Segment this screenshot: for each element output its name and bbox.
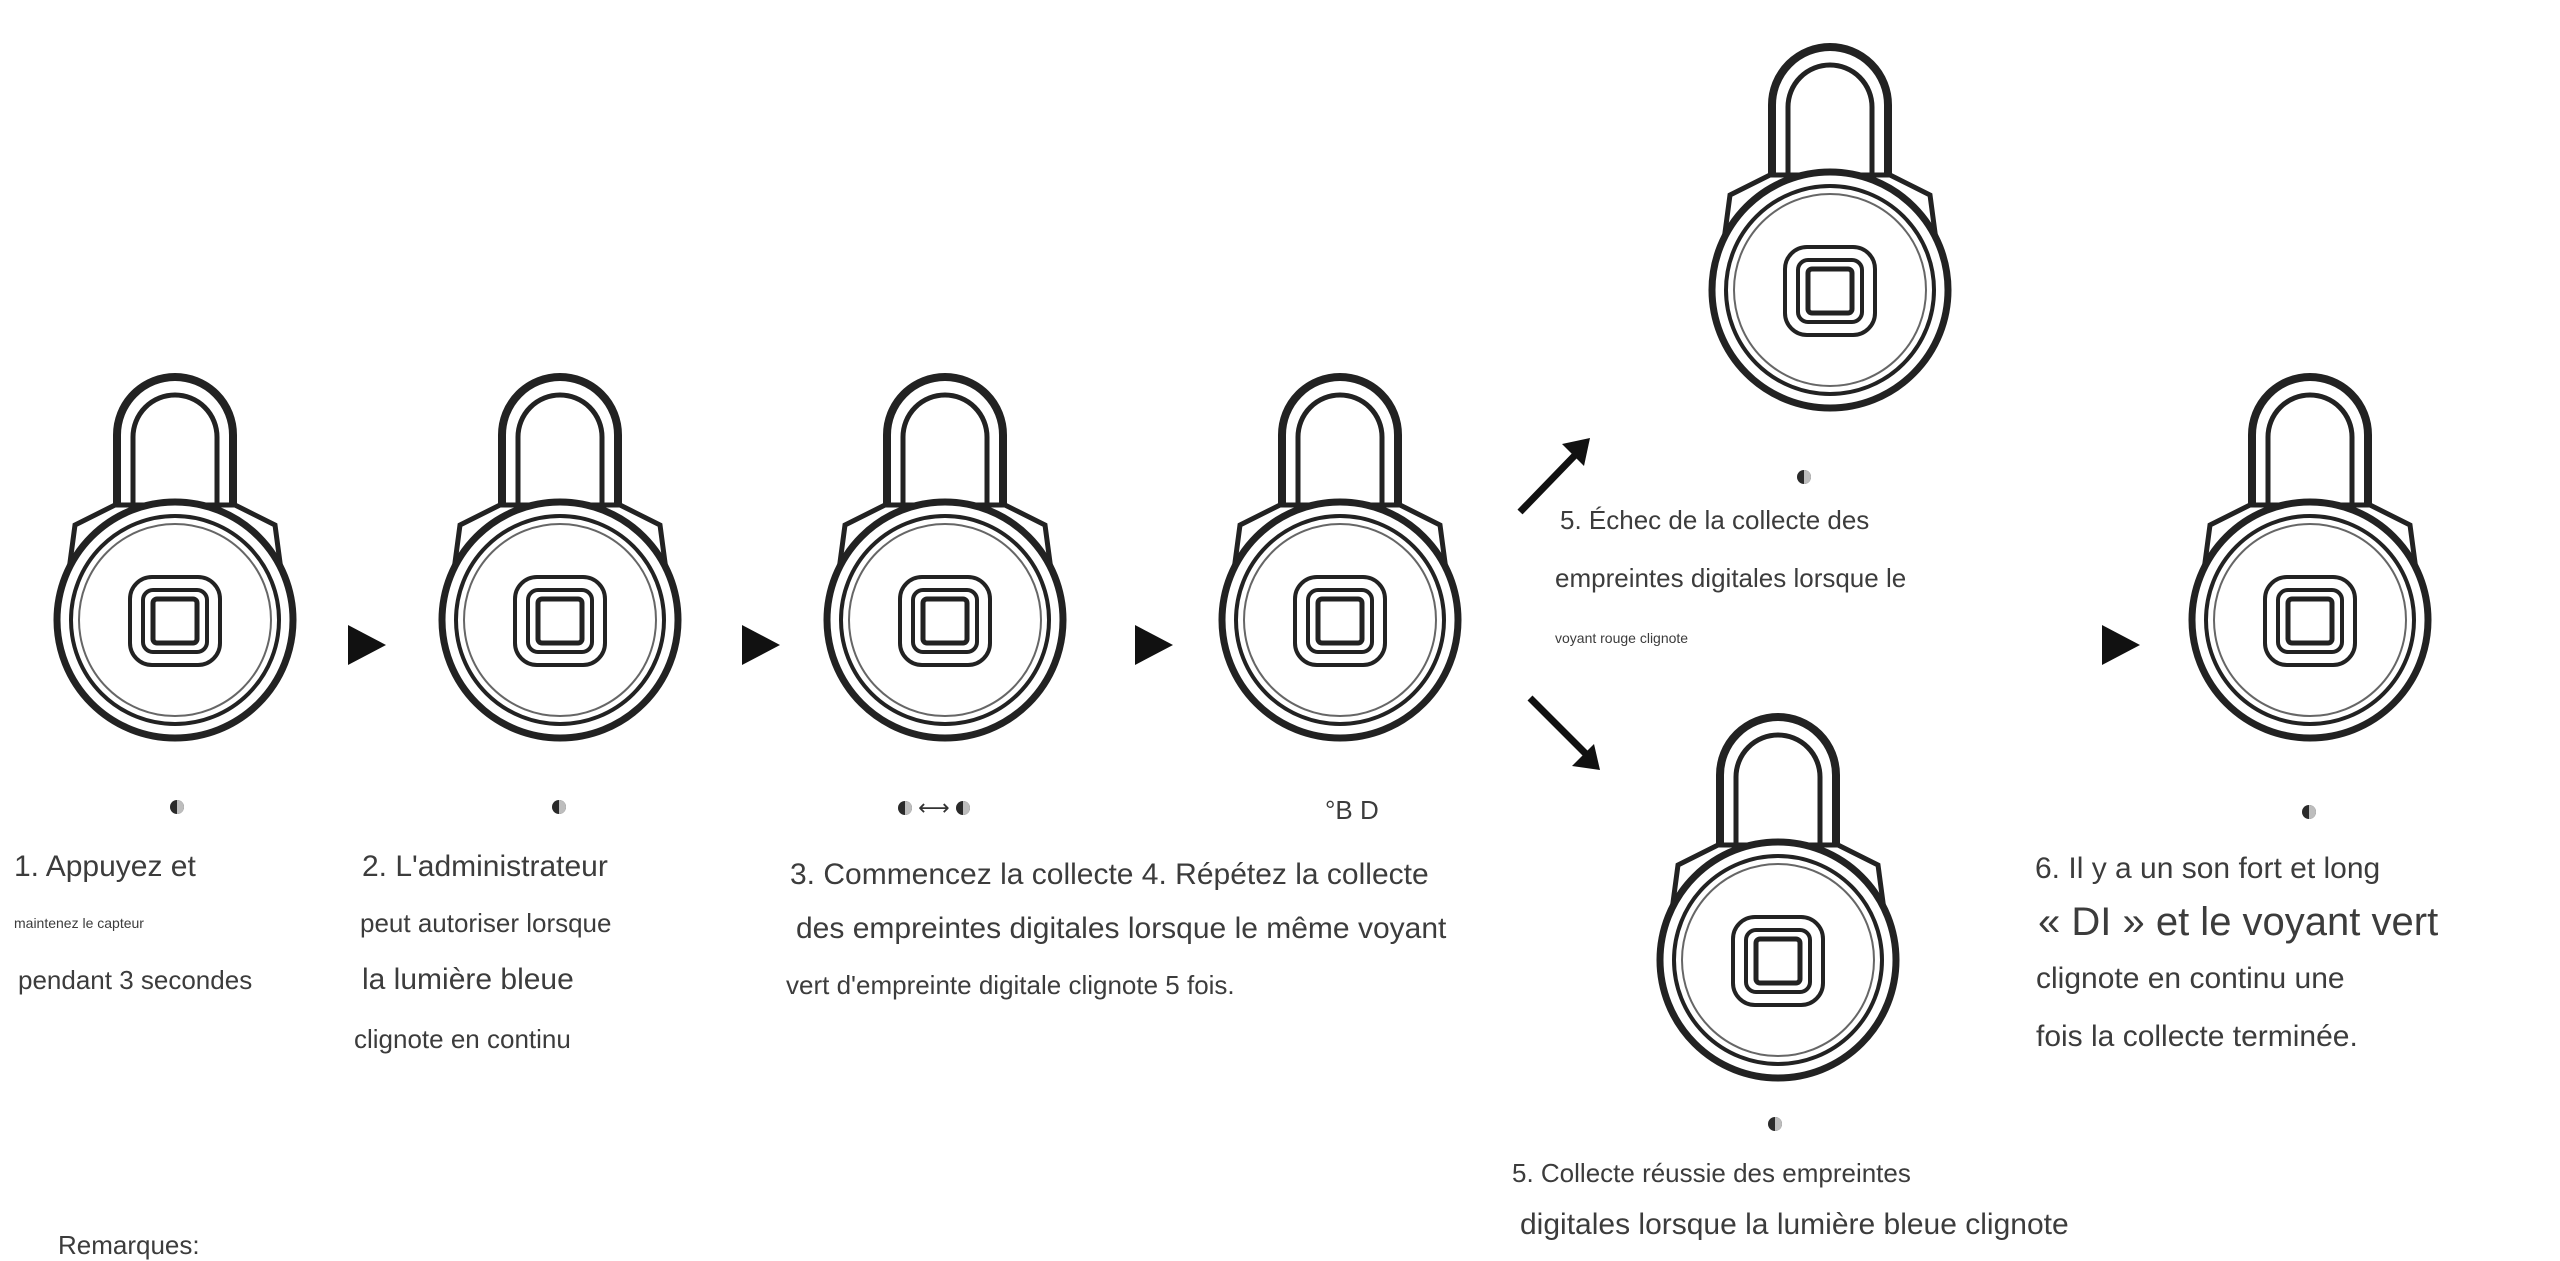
step6-line1: 6. Il y a un son fort et long (2035, 852, 2381, 885)
step3-line3: vert d'empreinte digitale clignote 5 foi… (786, 970, 1235, 1000)
step2-line4: clignote en continu (354, 1024, 571, 1054)
padlock-icon (1648, 680, 1908, 1120)
arrow-right-icon (742, 625, 780, 665)
remarks-label: Remarques: (58, 1230, 200, 1260)
padlock-icon (1210, 340, 1470, 780)
padlock-icon (815, 340, 1075, 780)
led-indicator-icon (2302, 805, 2316, 819)
arrow-right-icon (348, 625, 386, 665)
led-indicator-icon (552, 800, 566, 814)
step2-line1: 2. L'administrateur (362, 850, 608, 883)
step1-line2: maintenez le capteur (14, 915, 144, 931)
step1-line3: pendant 3 secondes (18, 965, 253, 995)
padlock-icon (1700, 10, 1960, 450)
step6-line4: fois la collecte terminée. (2036, 1020, 2358, 1053)
step6-line2: « DI » et le voyant vert (2038, 900, 2439, 944)
step5-success-line1: 5. Collecte réussie des empreintes (1512, 1158, 1911, 1188)
step2-line2: peut autoriser lorsque (360, 908, 612, 938)
step3-line1: 3. Commencez la collecte 4. Répétez la c… (790, 858, 1429, 891)
led-indicator-icon (170, 800, 184, 814)
led-indicator-icon (1797, 470, 1811, 484)
step4-led-symbol: °B D (1325, 795, 1379, 825)
step5-fail-line3: voyant rouge clignote (1555, 630, 1689, 646)
step5-success-line2: digitales lorsque la lumière bleue clign… (1520, 1208, 2069, 1241)
arrow-right-icon (1135, 625, 1173, 665)
arrow-diagonal-icon (1527, 695, 1600, 770)
step2-line3: la lumière bleue (362, 963, 574, 996)
step3-line2: des empreintes digitales lorsque le même… (796, 912, 1447, 945)
led-indicator-icon (1768, 1117, 1782, 1131)
step5-fail-line2: empreintes digitales lorsque le (1555, 563, 1907, 593)
step1-line1: 1. Appuyez et (14, 850, 196, 883)
led-transition-indicator: ⟷ (898, 794, 970, 821)
padlock-icon (45, 340, 305, 780)
step6-line3: clignote en continu une (2036, 962, 2345, 995)
padlock-icon (430, 340, 690, 780)
arrow-diagonal-icon (1517, 438, 1590, 515)
padlock-icon (2180, 340, 2440, 780)
arrow-right-icon (2102, 625, 2140, 665)
step5-fail-line1: 5. Échec de la collecte des (1560, 505, 1870, 535)
